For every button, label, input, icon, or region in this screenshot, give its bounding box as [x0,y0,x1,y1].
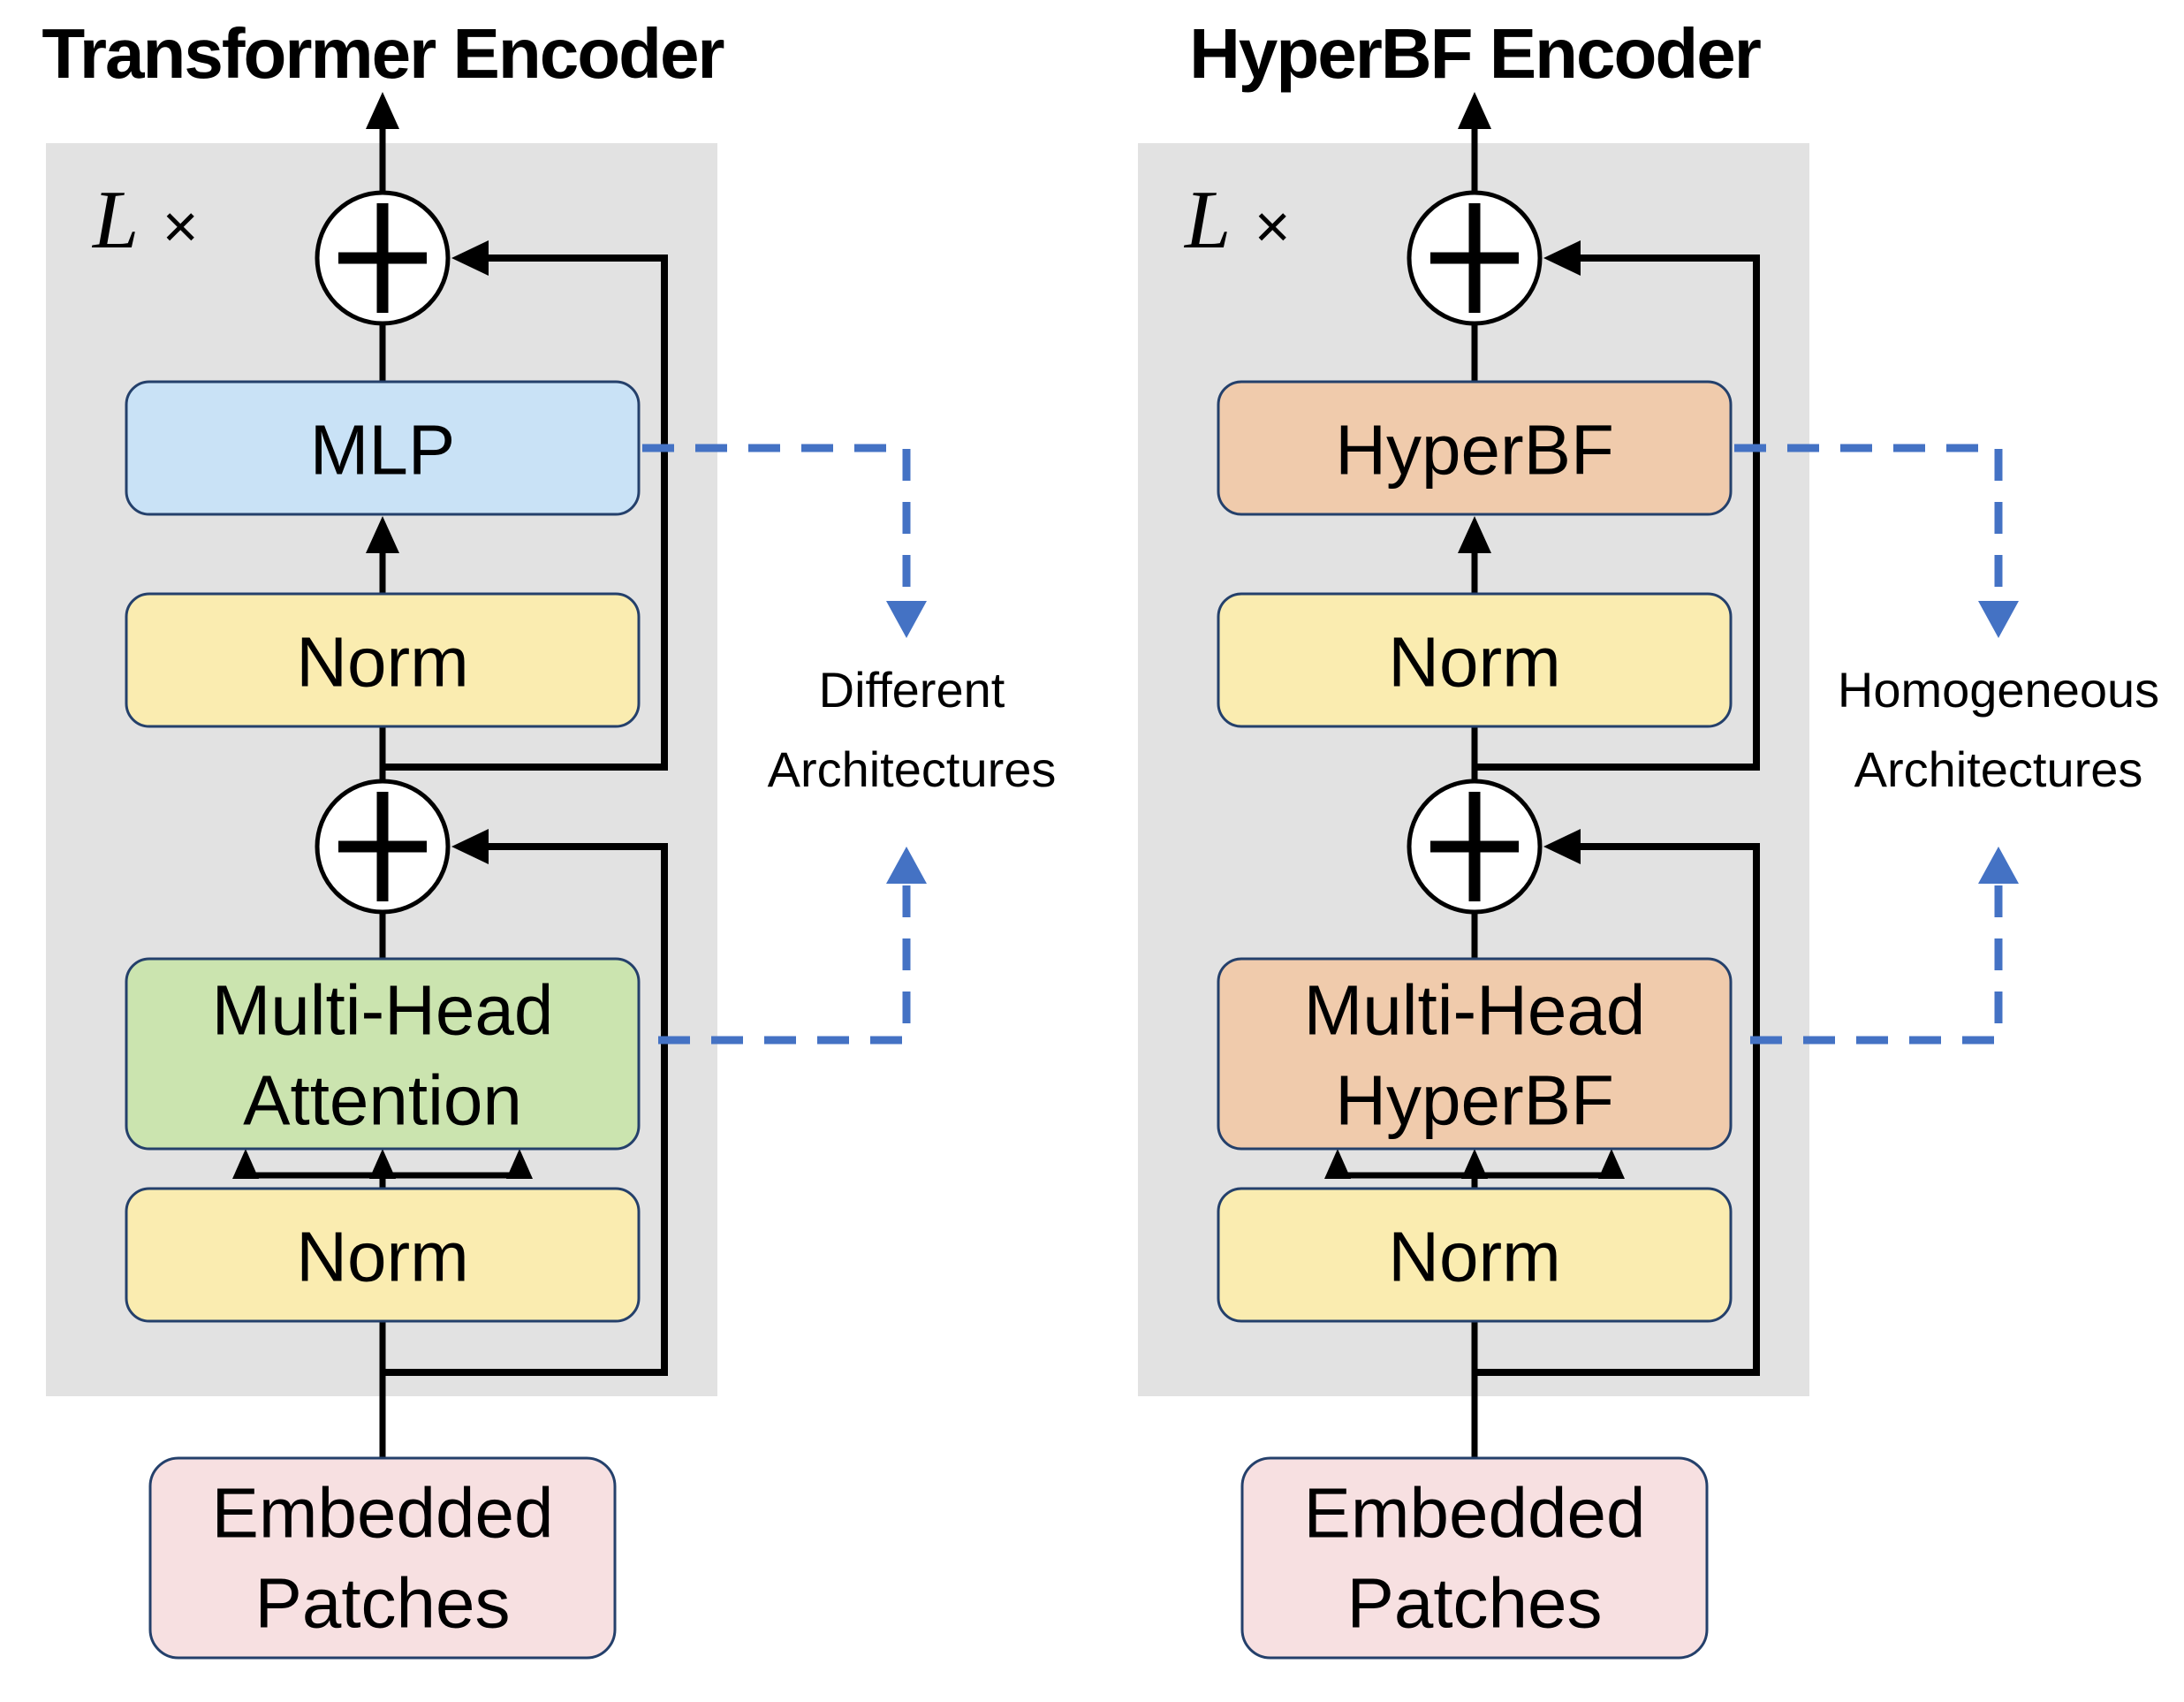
norm-bottom-label: Norm [1388,1218,1561,1296]
different-architectures-annotation: Different Architectures [642,444,1057,1045]
multi-head-hyperbf-block [1217,957,1733,1151]
output-arrowhead-icon [366,92,399,129]
dashed-up-arrowhead-icon [1978,847,2019,884]
norm-to-hyperbf-arrowhead-icon [1458,516,1491,553]
qkv-arrowhead-left-icon [232,1149,259,1179]
qkv-arrowhead-center-icon [369,1149,396,1179]
hyperbf-label: HyperBF [1335,411,1614,490]
hyperbf-loop-count: L × [1183,174,1291,266]
different-architectures-line1: Different [819,662,1005,718]
qkv-arrowhead-right-icon [1598,1149,1625,1179]
embedded-patches-label-line2: Patches [1346,1564,1602,1643]
norm-to-mlp-arrowhead-icon [366,516,399,553]
mlp-label: MLP [310,411,456,490]
loop-times-symbol: × [163,192,199,261]
hyperbf-block [1217,380,1733,516]
transformer-title: Transformer Encoder [42,14,724,93]
multi-head-hyperbf-label-line2: HyperBF [1335,1061,1614,1140]
mlp-residual-arrowhead-icon [451,240,489,276]
loop-times-symbol: × [1255,192,1291,261]
norm-top-label: Norm [296,623,469,702]
dashed-down-arrowhead-icon [1978,601,2019,638]
norm-top-label: Norm [1388,623,1561,702]
hyperbf-title: HyperBF Encoder [1189,14,1761,93]
mh-hyperbf-dashed-connector [1734,885,2003,1045]
norm-bottom-label: Norm [296,1218,469,1296]
embedded-patches-label-line1: Embedded [1304,1474,1646,1553]
mh-hyperbf-residual-skip-wire [1475,843,1760,1376]
output-arrowhead-icon [1458,92,1491,129]
different-architectures-line2: Architectures [768,741,1057,797]
mh-hyperbf-residual-arrowhead-icon [1543,829,1581,864]
multi-head-hyperbf-label-line1: Multi-Head [1304,971,1646,1050]
multi-head-attention-label-line2: Attention [243,1061,522,1140]
homogeneous-architectures-line2: Architectures [1854,741,2143,797]
hyperbf-encoder-panel: HyperBF Encoder L × [1138,14,1809,1660]
hyperbf-residual-skip-wire [1475,255,1760,771]
mlp-block [125,380,641,516]
attention-dashed-connector [642,885,911,1045]
multi-head-attention-block [125,957,641,1151]
dashed-up-arrowhead-icon [886,847,927,884]
qkv-arrowhead-left-icon [1324,1149,1351,1179]
plus-icon [338,203,427,313]
dashed-down-arrowhead-icon [886,601,927,638]
embedded-patches-label-line2: Patches [254,1564,510,1643]
homogeneous-architectures-annotation: Homogeneous Architectures [1734,444,2159,1045]
embedded-patches-block [148,1456,617,1660]
homogeneous-architectures-line1: Homogeneous [1838,662,2159,718]
multi-head-attention-label-line1: Multi-Head [212,971,554,1050]
qkv-arrowhead-right-icon [506,1149,533,1179]
norm-top-block [1217,592,1733,728]
norm-bottom-block [125,1187,641,1323]
attention-residual-skip-wire [383,843,668,1376]
norm-bottom-block [1217,1187,1733,1323]
embedded-patches-label-line1: Embedded [212,1474,554,1553]
plus-icon [1430,203,1519,313]
norm-top-block [125,592,641,728]
transformer-loop-count: L × [91,174,199,266]
attention-residual-arrowhead-icon [451,829,489,864]
loop-l-symbol: L [1183,174,1231,266]
plus-icon [1430,792,1519,901]
transformer-encoder-panel: Transformer Encoder L × [42,14,725,1660]
plus-icon [338,792,427,901]
mlp-residual-skip-wire [383,255,668,771]
embedded-patches-block [1240,1456,1709,1660]
loop-l-symbol: L [91,174,139,266]
hyperbf-residual-arrowhead-icon [1543,240,1581,276]
qkv-arrowhead-center-icon [1461,1149,1488,1179]
